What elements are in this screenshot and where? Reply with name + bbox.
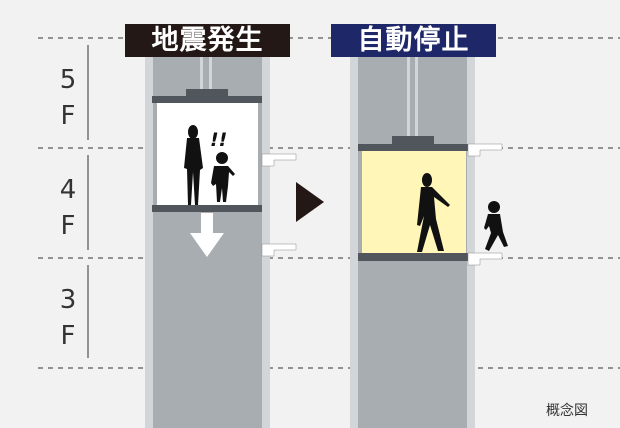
floor-unit: F [60, 321, 76, 351]
floor-num: 4 [59, 175, 77, 205]
cabin-after [362, 151, 466, 253]
floor-unit: F [60, 101, 76, 131]
exclaim-mark: !! [210, 129, 227, 151]
floor-unit: F [60, 211, 76, 241]
cabin-before [157, 103, 258, 205]
concept-note: 概念図 [546, 403, 588, 419]
floor-num: 3 [59, 285, 77, 315]
shaft-before [145, 57, 297, 428]
label-earthquake: 地震発生 [125, 24, 290, 57]
shaft-after [350, 57, 508, 428]
passengers-after [417, 173, 508, 252]
floor-num: 5 [59, 65, 77, 95]
passengers-before [184, 125, 235, 205]
floor-lines [38, 37, 620, 369]
down-arrow-icon [190, 213, 224, 257]
label-auto-stop: 自動停止 [331, 24, 496, 57]
next-arrow-icon [296, 182, 324, 222]
